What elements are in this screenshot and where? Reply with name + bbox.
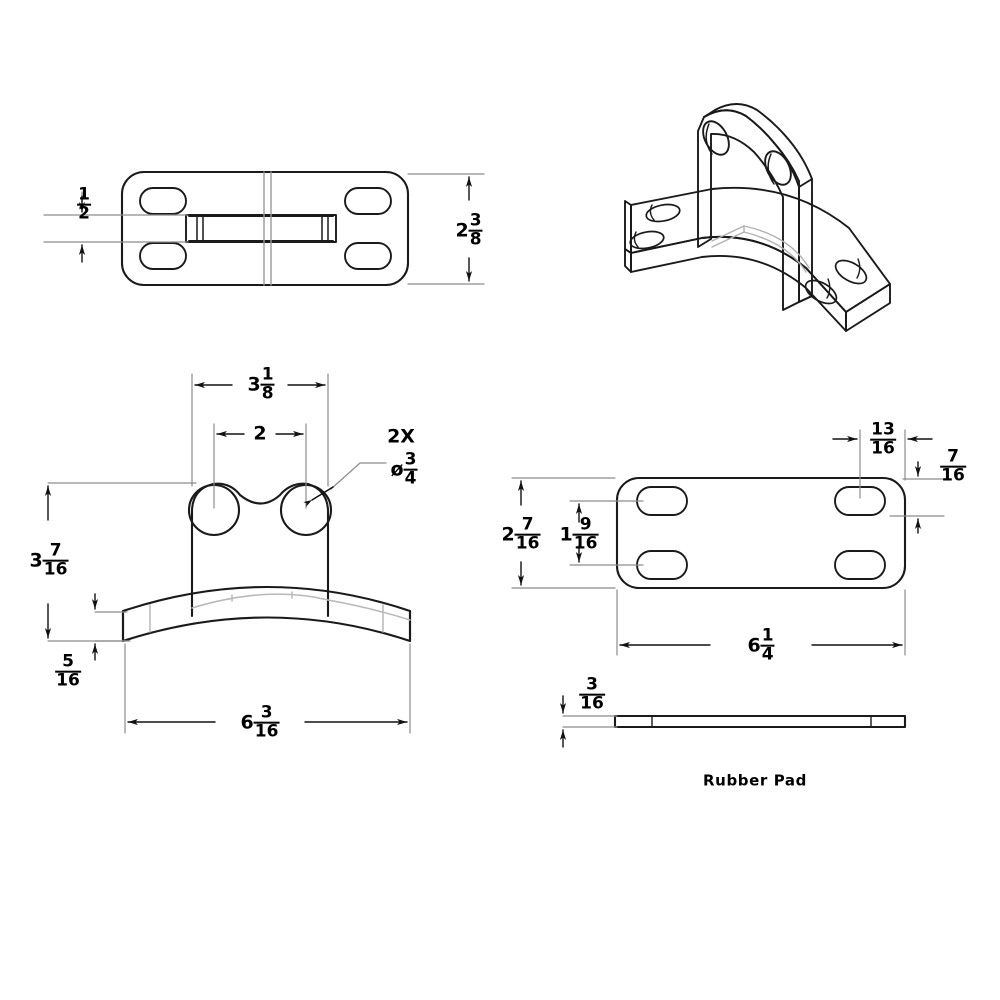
fraction-numerator: 9	[579, 514, 592, 535]
dim-value: 2	[253, 422, 267, 445]
dim-top-view-height	[407, 173, 485, 285]
dim-label-pad-width: 6 1 4	[747, 625, 775, 665]
fraction-numerator: 1	[761, 625, 774, 646]
fraction-denominator: 4	[403, 469, 418, 489]
dim-pad-thickness	[559, 695, 618, 748]
dim-pad-slot-spacing	[569, 500, 644, 566]
dim-front-tab-width	[191, 373, 329, 487]
pad-edge-ribs	[651, 715, 872, 728]
fraction-denominator: 16	[42, 560, 69, 580]
dim-label-hole-diameter: ø 3 4	[390, 449, 418, 489]
dim-label-front-base-thickness: 5 16	[55, 652, 81, 691]
dim-label-pad-slot-edge-y: 7 16	[940, 447, 966, 486]
dim-front-overall-width	[124, 643, 411, 734]
fraction-whole: 2	[455, 219, 469, 242]
fraction-numerator: 1	[78, 184, 90, 205]
dim-label-pad-thickness: 3 16	[579, 675, 605, 714]
top-view-slot-holes	[139, 187, 392, 270]
rubber-pad-label: Rubber Pad	[703, 771, 807, 790]
dim-pad-slot-edge-y	[889, 461, 945, 534]
fraction-numerator: 7	[947, 446, 959, 467]
fraction-numerator: 5	[62, 651, 74, 672]
top-view-center-channel	[185, 214, 337, 243]
fraction-numerator: 7	[521, 514, 534, 535]
fraction-whole: 2	[501, 523, 515, 546]
dim-front-base-thickness	[91, 593, 128, 661]
fraction-numerator: 3	[469, 210, 482, 231]
dim-label-top-view-height: 2 3 8	[455, 210, 483, 250]
dim-label-top-view-slot-width: 1 2	[77, 185, 91, 224]
leader-hole-diameter	[303, 462, 387, 507]
fraction-numerator: 1	[261, 364, 274, 385]
fraction-whole: 1	[559, 523, 573, 546]
dim-label-front-overall-width: 6 3 16	[240, 702, 280, 742]
dim-front-hole-spacing	[213, 423, 307, 509]
fraction-whole: 3	[29, 549, 43, 572]
front-view-hidden-edges	[149, 591, 411, 633]
fraction-numerator: 3	[586, 674, 598, 695]
dim-label-front-hole-spacing: 2	[253, 422, 267, 445]
pad-plan-slots	[636, 486, 886, 580]
top-view-channel-ribs	[196, 215, 329, 242]
dim-label-front-overall-height: 3 7 16	[29, 540, 69, 580]
fraction-numerator: 7	[49, 540, 62, 561]
dim-label-pad-height: 2 7 16	[501, 514, 541, 554]
fraction-denominator: 2	[77, 204, 91, 224]
dim-top-view-slot-width	[43, 191, 189, 263]
fraction-denominator: 8	[260, 384, 275, 404]
dim-label-hole-qty: 2X	[387, 425, 415, 448]
diameter-symbol-icon: ø	[390, 458, 404, 481]
fraction-denominator: 16	[572, 534, 599, 554]
dim-label-front-tab-width: 3 1 8	[247, 364, 275, 404]
top-view-plate-outline	[120, 170, 410, 287]
dim-pad-height	[511, 477, 616, 589]
fraction-numerator: 3	[404, 449, 417, 470]
fraction-whole: 6	[240, 711, 254, 734]
top-view-tab-centerlines	[263, 171, 272, 286]
fraction-denominator: 8	[468, 230, 483, 250]
front-view-bracket	[121, 482, 412, 643]
dim-pad-slot-edge-x	[832, 429, 933, 499]
pad-plan-outline	[615, 476, 907, 590]
fraction-denominator: 16	[253, 722, 280, 742]
pad-edge-outline	[613, 714, 907, 729]
fraction-denominator: 4	[760, 645, 775, 665]
iso-view-ribs	[711, 225, 810, 273]
fraction-numerator: 13	[871, 419, 895, 440]
iso-view-bracket	[624, 103, 891, 332]
fraction-whole: 3	[247, 373, 261, 396]
fraction-denominator: 16	[55, 671, 81, 691]
dim-value: 2X	[387, 425, 415, 448]
dim-label-pad-slot-spacing: 1 9 16	[559, 514, 599, 554]
dim-label-pad-slot-edge-x: 13 16	[870, 420, 896, 459]
fraction-denominator: 16	[870, 439, 896, 459]
dim-pad-width	[616, 589, 906, 656]
fraction-denominator: 16	[514, 534, 541, 554]
fraction-denominator: 16	[940, 466, 966, 486]
fraction-whole: 6	[747, 634, 761, 657]
fraction-numerator: 3	[260, 702, 273, 723]
fraction-denominator: 16	[579, 694, 605, 714]
